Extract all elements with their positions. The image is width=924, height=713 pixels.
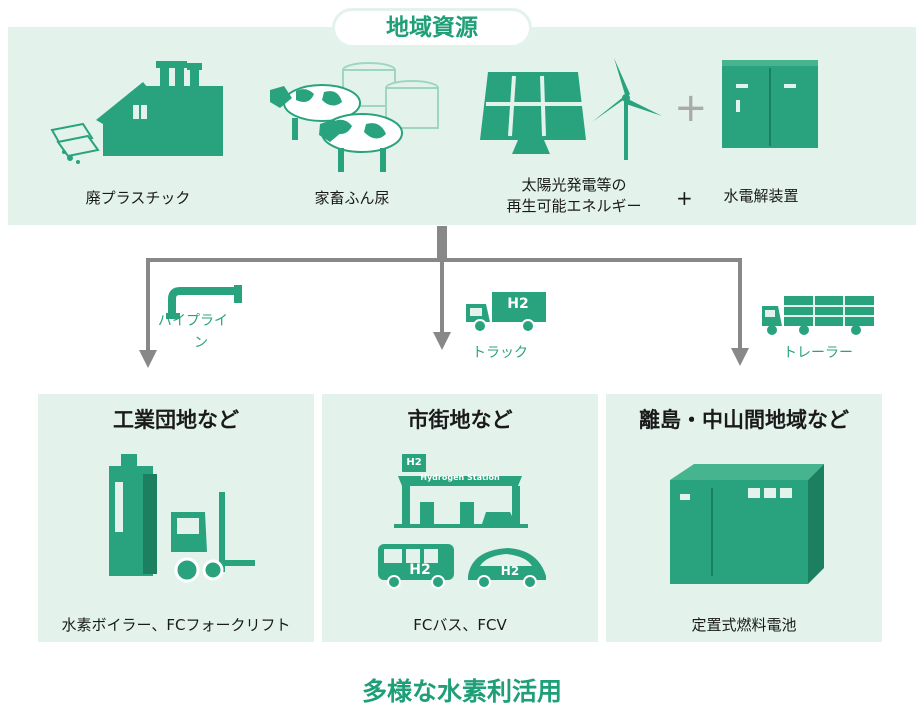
truck-icon [466, 292, 546, 333]
resource-title: 地域資源 [332, 8, 532, 48]
destination-label-urban: FCバス、FCV [413, 616, 507, 634]
source-label-electrolyzer: 水電解装置 [723, 187, 799, 205]
plus-sign: + [676, 186, 693, 210]
fuel-cell-unit-icon [670, 464, 824, 584]
source-label-manure: 家畜ふん尿 [314, 189, 390, 207]
transport-label-pipeline-1: パイプライ [158, 313, 228, 329]
destination-title-industrial: 工業団地など [113, 408, 239, 432]
source-label-plastic: 廃プラスチック [85, 189, 191, 207]
station-sign: Hydrogen Station [420, 473, 500, 482]
transport-label-pipeline-2: ン [194, 335, 208, 351]
electrolyzer-icon [722, 60, 818, 148]
transport-label-trailer: トレーラー [783, 345, 853, 361]
solar-wind-icon [480, 58, 662, 160]
destination-label-remote: 定置式燃料電池 [691, 616, 797, 634]
station-h2-badge: H2 [406, 457, 422, 468]
trailer-icon [762, 296, 874, 335]
plus-sign-large: + [674, 85, 708, 131]
footer-title: 多様な水素利活用 [361, 677, 562, 706]
destination-title-remote: 離島・中山間地域など [639, 408, 849, 432]
truck-h2-badge: H2 [507, 296, 529, 312]
fc-bus-icon [378, 544, 546, 589]
destination-label-industrial: 水素ボイラー、FCフォークリフト [61, 616, 291, 634]
factory-icon [50, 61, 223, 164]
hydrogen-station-icon [394, 454, 528, 528]
cows-icon [270, 62, 439, 172]
source-label-renewable-2: 再生可能エネルギー [506, 197, 642, 215]
bus-h2-badge: H2 [409, 562, 431, 578]
car-h2-badge: H2 [500, 564, 520, 578]
source-label-renewable-1: 太陽光発電等の [521, 176, 627, 194]
destination-title-urban: 市街地など [407, 408, 513, 432]
transport-label-truck: トラック [472, 345, 528, 361]
boiler-forklift-icon [109, 454, 255, 583]
pipeline-icon [166, 285, 242, 319]
